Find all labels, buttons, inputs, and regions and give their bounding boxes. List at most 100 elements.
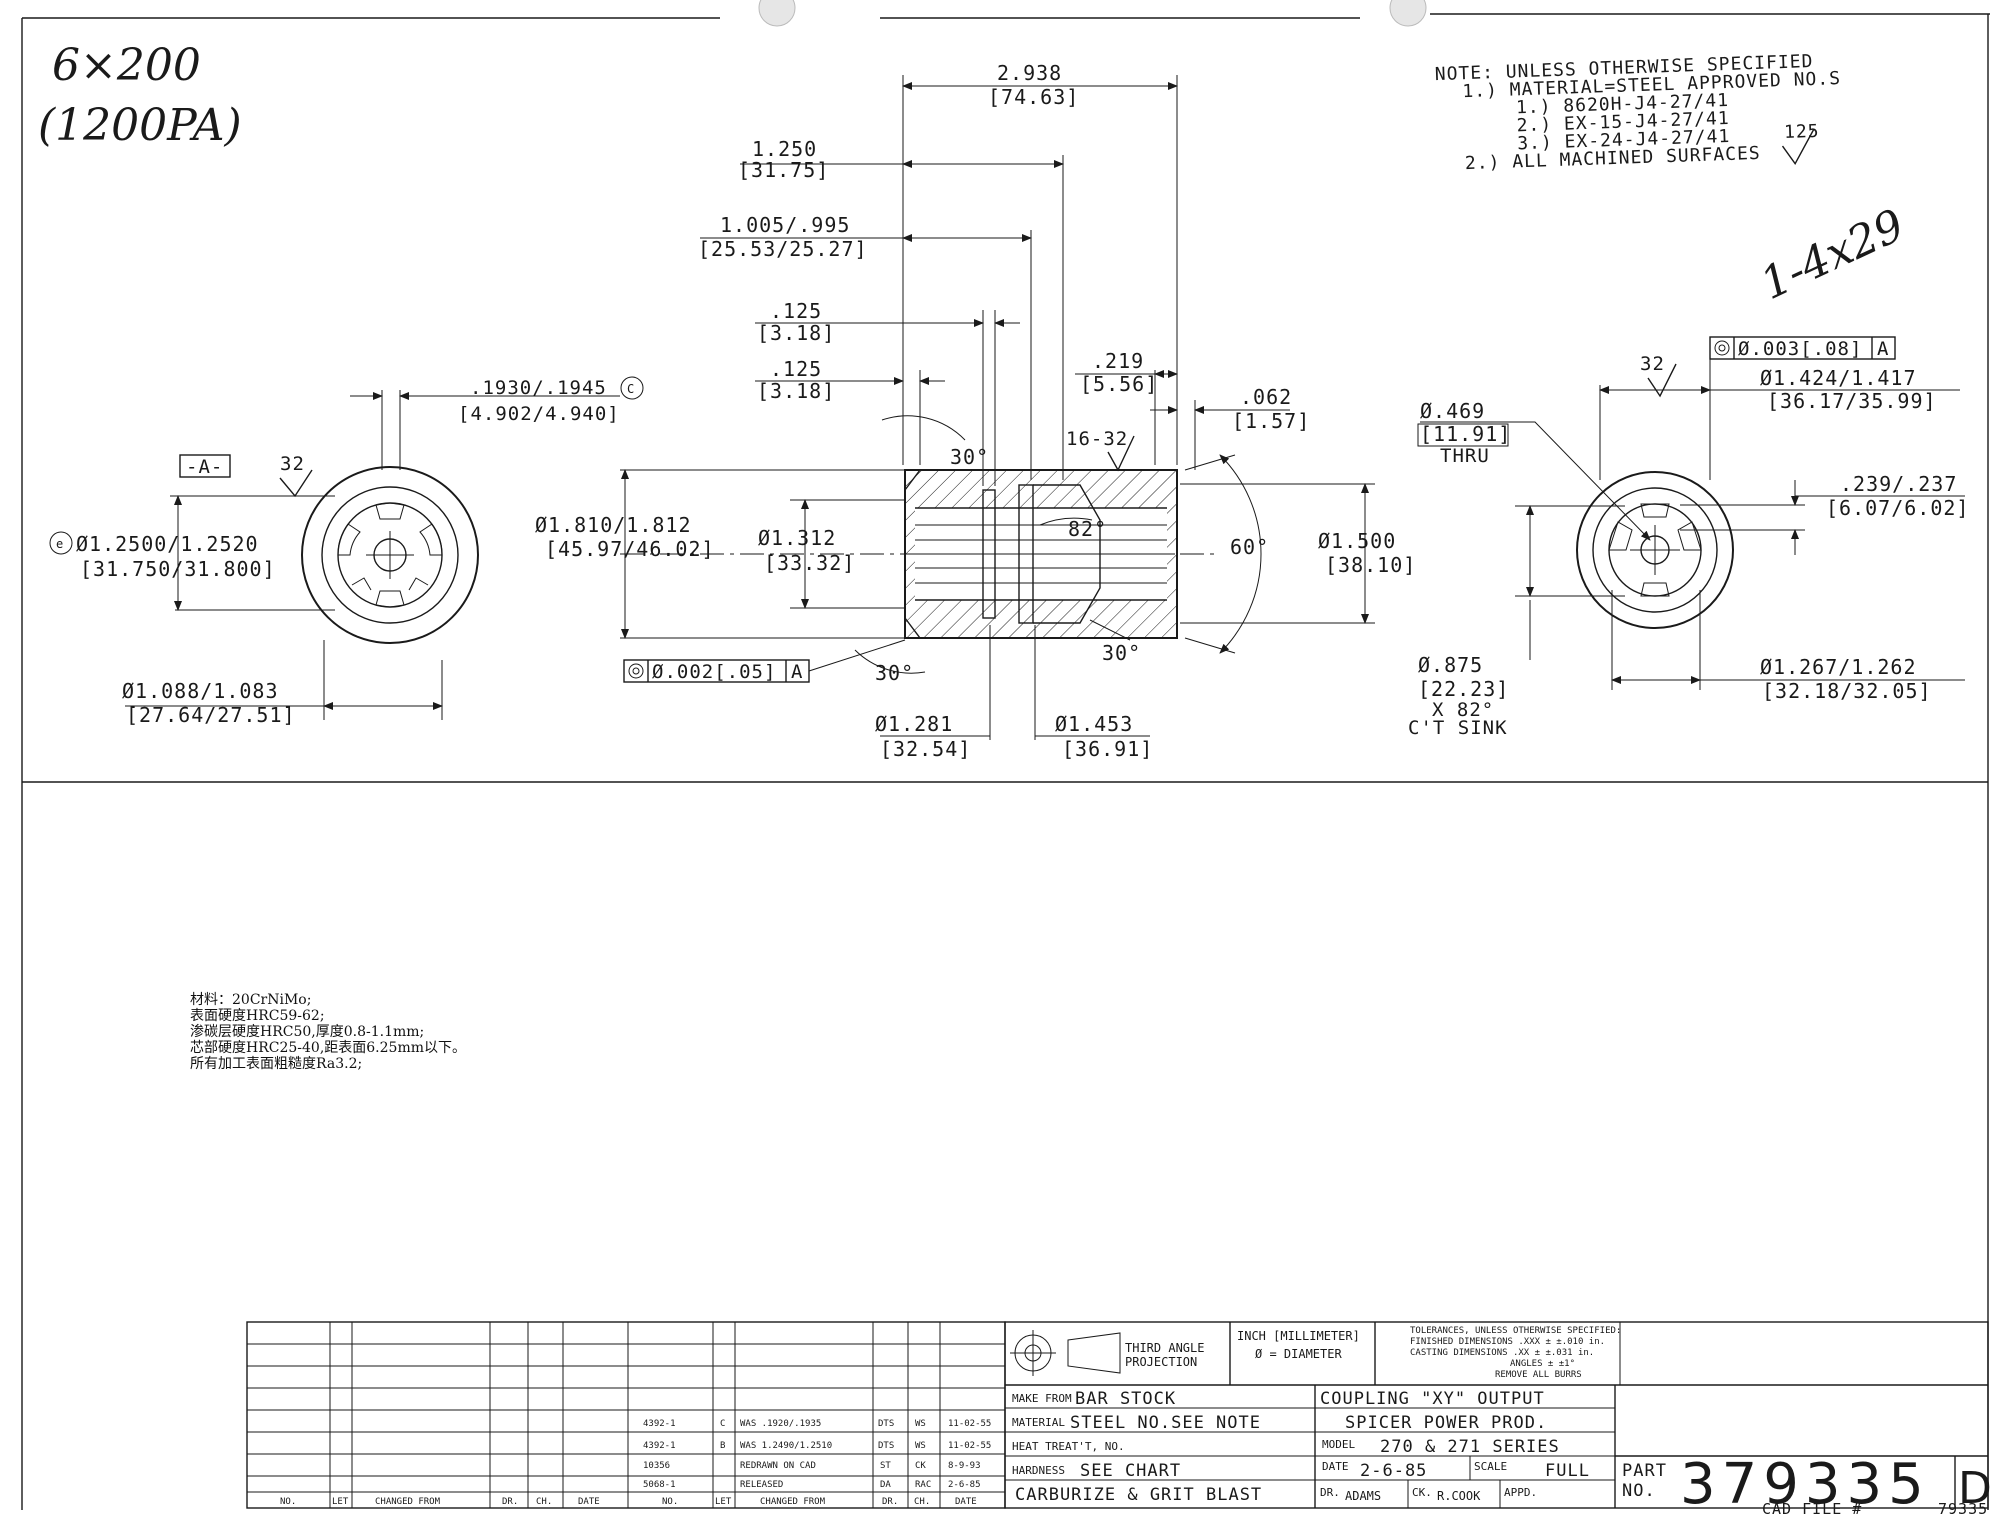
right-cs-note: C'T SINK: [1408, 717, 1508, 739]
tb-heat-label: HEAT TREAT'T, NO.: [1012, 1440, 1125, 1453]
note-line5: 2.) ALL MACHINED SURFACES: [1465, 143, 1761, 174]
rev-h3: DR.: [502, 1497, 518, 1507]
tb-mat-val: STEEL NO.SEE NOTE: [1070, 1413, 1261, 1433]
tb-hard-val: SEE CHART: [1080, 1461, 1181, 1481]
right-od-mm: [36.17/35.99]: [1767, 389, 1937, 413]
rev-r1-date: 11-02-55: [948, 1441, 991, 1451]
sec-d6-mm: [1.57]: [1232, 409, 1310, 433]
tb-appd-label: APPD.: [1504, 1486, 1537, 1499]
left-bore-mm: [31.750/31.800]: [80, 557, 276, 581]
section-view: 2.938 [74.63] 1.250 [31.75] 1.005/.995 […: [535, 61, 1416, 761]
rev-r3-dr: DA: [880, 1480, 891, 1490]
tb-ck-val: R.COOK: [1437, 1489, 1481, 1503]
note-finish: 125: [1784, 121, 1820, 143]
tb-scale-label: SCALE: [1474, 1460, 1507, 1473]
sec-ang-bot1: 30°: [875, 661, 914, 685]
sec-d5-in: .219: [1092, 349, 1144, 373]
tb-units2: Ø = DIAMETER: [1255, 1347, 1342, 1361]
left-end-view: .1930/.1945 C [4.902/4.940] -A- 32 e Ø1.…: [49, 376, 644, 727]
finish-symbol-icon: [1781, 128, 1815, 165]
cn-note-1: 表面硬度HRC59-62;: [190, 1008, 325, 1024]
sec-fcf-val: Ø.002[.05]: [652, 661, 776, 683]
sec-rd-in: Ø1.500: [1318, 529, 1396, 553]
right-slot-in: .239/.237: [1840, 472, 1957, 496]
sec-ang-bot2: 30°: [1102, 641, 1141, 665]
right-cs-in: Ø.875: [1418, 653, 1483, 677]
cn-note-0: 材料：20CrNiMo;: [190, 992, 311, 1008]
tb-units1: INCH [MILLIMETER]: [1237, 1329, 1360, 1343]
rev-r1-no: 4392-1: [643, 1441, 676, 1451]
left-slot-in: .1930/.1945: [470, 377, 607, 399]
tb-model-label: MODEL: [1322, 1438, 1355, 1451]
sec-d5-mm: [5.56]: [1080, 372, 1158, 396]
sec-fcf-ref: A: [791, 661, 803, 683]
tb-part-no-label: NO.: [1622, 1481, 1656, 1501]
right-fcf-ref: A: [1877, 338, 1889, 360]
revision-table: NO. LET CHANGED FROM DR. CH. DATE NO. LE…: [246, 1321, 1006, 1509]
tb-dr-val: ADAMS: [1345, 1489, 1381, 1503]
handwritten-line2: (1200PA): [38, 100, 242, 151]
sec-rd-mm: [38.10]: [1325, 553, 1416, 577]
tb-rev: D: [1958, 1463, 1992, 1514]
sec-len-mm: [74.63]: [988, 85, 1079, 109]
tb-part-label: PART: [1622, 1461, 1667, 1481]
rev-r1-dr: DTS: [878, 1441, 894, 1451]
tb-make-val: BAR STOCK: [1075, 1389, 1176, 1409]
sec-d3-mm: [3.18]: [757, 321, 835, 345]
sec-b1-mm: [32.54]: [880, 737, 971, 761]
tb-tol4: ANGLES ± ±1°: [1510, 1359, 1575, 1369]
tb-cad-label: CAD FILE #: [1762, 1500, 1862, 1518]
sec-d4-in: .125: [770, 357, 822, 381]
rev-r1-let: B: [720, 1441, 725, 1451]
rev-h4: CH.: [536, 1497, 552, 1507]
tb-cad-no: 79335: [1938, 1500, 1988, 1518]
right-bot-in: Ø1.267/1.262: [1760, 655, 1917, 679]
left-bore-mod: e: [56, 537, 63, 551]
rev-r1-chg: WAS 1.2490/1.2510: [740, 1441, 832, 1451]
rev-h2: CHANGED FROM: [375, 1497, 441, 1507]
left-bore-in: Ø1.2500/1.2520: [76, 532, 259, 556]
right-finish: 32: [1640, 353, 1665, 375]
handwritten-line1: 6×200: [52, 40, 201, 91]
tb-title1: COUPLING "XY" OUTPUT: [1320, 1389, 1545, 1409]
left-od-mm: [27.64/27.51]: [126, 703, 296, 727]
general-notes: NOTE: UNLESS OTHERWISE SPECIFIED 1.) MAT…: [1434, 51, 1841, 174]
sec-d4-mm: [3.18]: [757, 379, 835, 403]
sec-ang-mid: 82°: [1068, 517, 1107, 541]
title-block: THIRD ANGLE PROJECTION INCH [MILLIMETER]…: [1004, 1321, 1992, 1518]
sec-od-mm: [45.97/46.02]: [545, 537, 715, 561]
right-cs-mm: [22.23]: [1418, 677, 1509, 701]
right-hole-mm: [11.91]: [1420, 422, 1511, 446]
rev-h11: DATE: [955, 1497, 977, 1507]
sec-d1-in: 1.250: [752, 137, 817, 161]
right-hole-in: Ø.469: [1420, 399, 1485, 423]
left-od-in: Ø1.088/1.083: [122, 679, 279, 703]
left-datum: -A-: [186, 456, 223, 478]
rev-r2-chg: REDRAWN ON CAD: [740, 1461, 816, 1471]
cn-note-4: 所有加工表面粗糙度Ra3.2;: [190, 1056, 362, 1072]
rev-r1-ch: WS: [915, 1441, 926, 1451]
tb-hard-label: HARDNESS: [1012, 1464, 1065, 1477]
rev-r0-no: 4392-1: [643, 1419, 676, 1429]
rev-r3-date: 2-6-85: [948, 1480, 981, 1490]
sec-b2-in: Ø1.453: [1055, 712, 1133, 736]
left-slot-mm: [4.902/4.940]: [458, 403, 620, 425]
rev-r2-ch: CK: [915, 1461, 926, 1471]
rev-r0-ch: WS: [915, 1419, 926, 1429]
right-od-in: Ø1.424/1.417: [1760, 366, 1917, 390]
tb-projection2: PROJECTION: [1125, 1355, 1197, 1369]
right-fcf-val: Ø.003[.08]: [1738, 338, 1862, 360]
tb-ck-label: CK.: [1412, 1486, 1432, 1499]
tb-title2: SPICER POWER PROD.: [1345, 1413, 1547, 1433]
sec-d2-mm: [25.53/25.27]: [698, 237, 868, 261]
rev-r0-date: 11-02-55: [948, 1419, 991, 1429]
tb-tol2: FINISHED DIMENSIONS .XXX ± ±.010 in.: [1410, 1337, 1605, 1347]
handwritten-right: 1-4x29: [1753, 200, 1912, 310]
right-cs-ang: X 82°: [1432, 699, 1494, 721]
rev-r3-ch: RAC: [915, 1480, 931, 1490]
cn-note-2: 渗碳层硬度HRC50,厚度0.8-1.1mm;: [190, 1024, 424, 1040]
sec-d2-in: 1.005/.995: [720, 213, 850, 237]
sheet-border: [21, 0, 1990, 1510]
rev-h1: LET: [332, 1497, 349, 1507]
tb-date-label: DATE: [1322, 1460, 1349, 1473]
